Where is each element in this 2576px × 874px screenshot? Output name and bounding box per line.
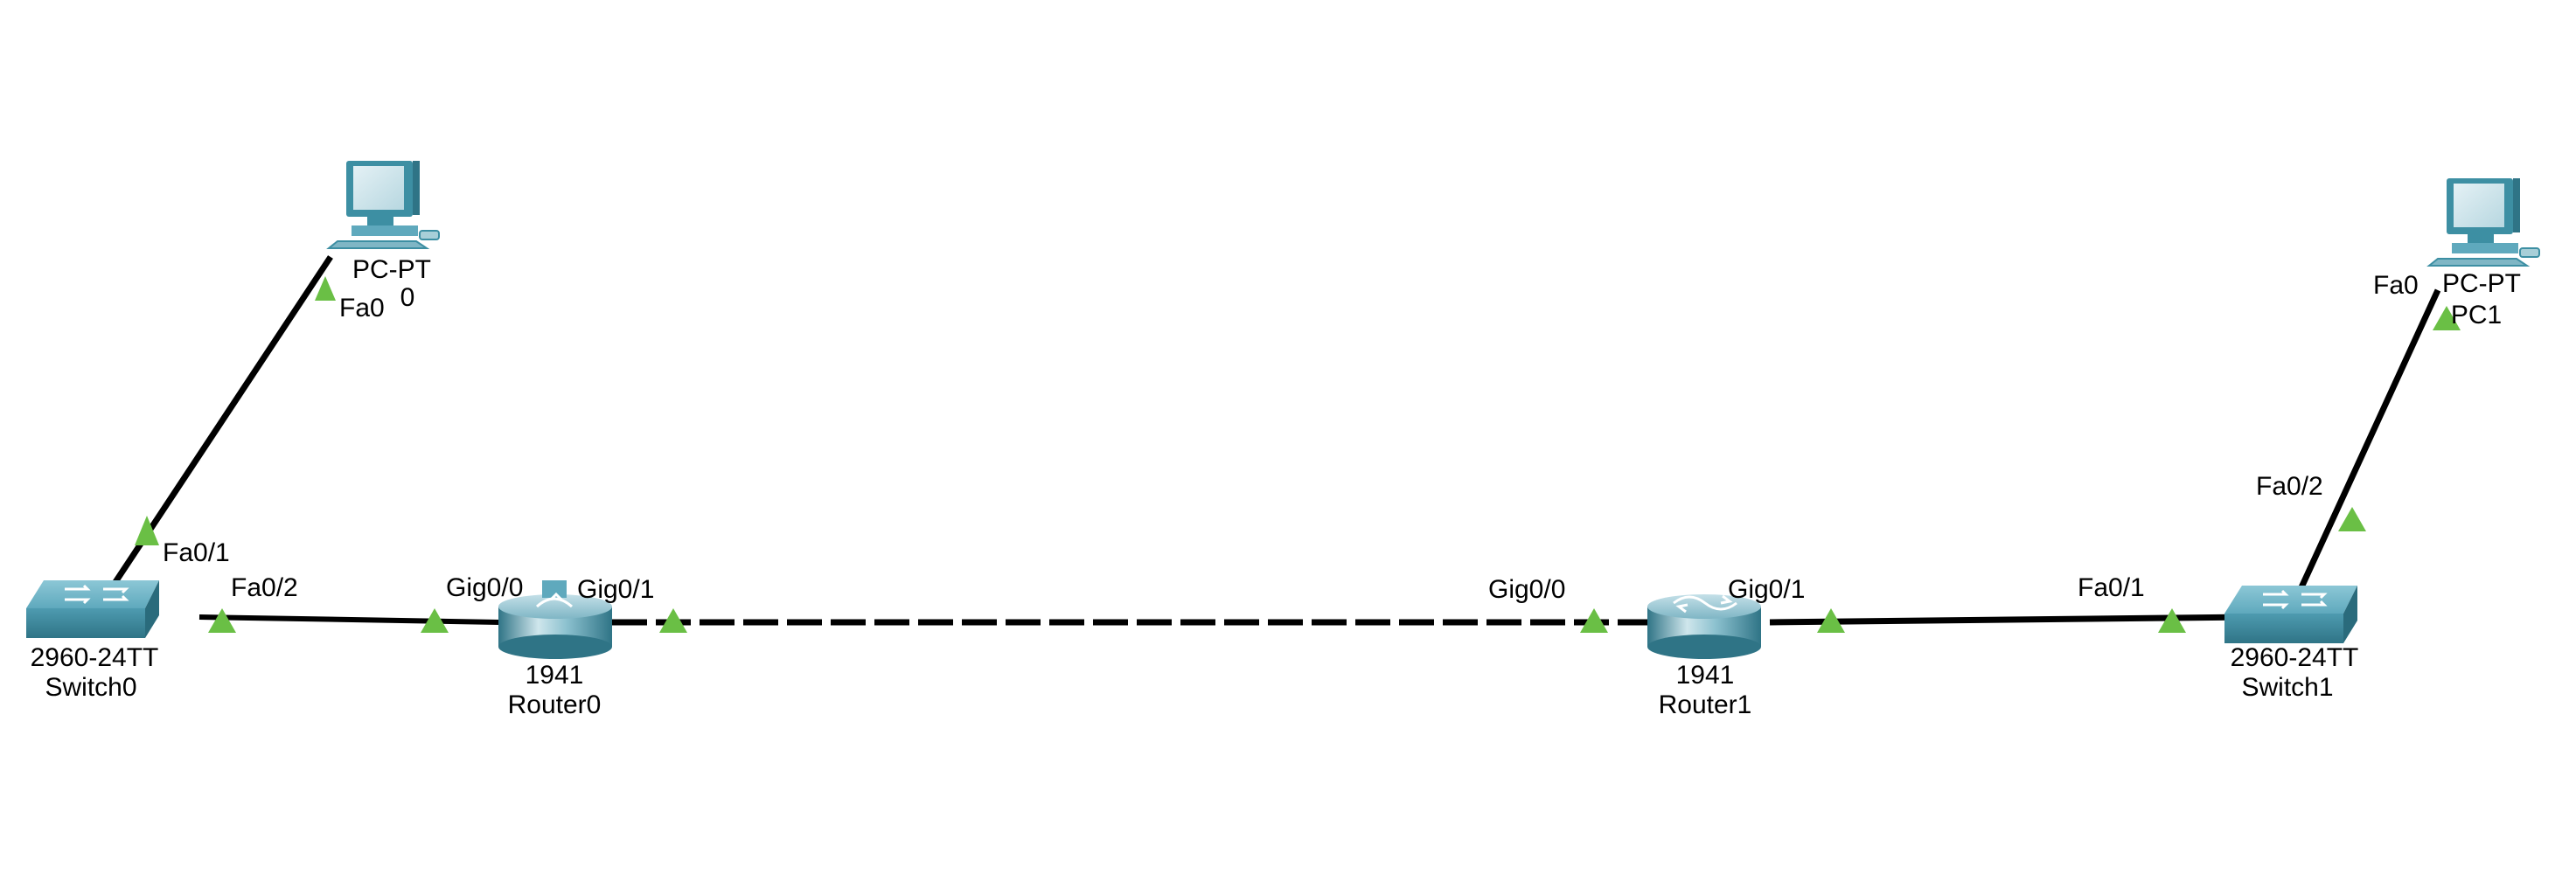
pc-icon [326,161,440,249]
router-icon [1647,594,1761,659]
pc0-device[interactable] [326,161,440,249]
pc-icon [2426,178,2540,267]
port-indicator-router0-gig0-0 [421,608,449,633]
router0-model-label: 1941 [525,661,584,690]
port-label-switch1-fa0-2: Fa0/2 [2256,472,2323,501]
router0-device[interactable] [498,580,612,659]
port-label-router0-gig0-0: Gig0/0 [446,573,524,602]
links-layer [109,255,2441,626]
router0-name-label: Router0 [507,690,602,719]
router1-device[interactable] [1647,594,1761,659]
switch-icon [2224,586,2357,643]
port-label-switch1-fa0-1: Fa0/1 [2078,573,2145,602]
port-label-router0-gig0-1: Gig0/1 [577,575,655,604]
port-indicator-router0-gig0-1 [659,608,687,633]
link-switch0-router0[interactable] [198,614,501,625]
port-label-switch0-fa0-2: Fa0/2 [231,573,298,602]
switch1-device[interactable] [2224,586,2357,643]
switch1-model-label: 2960-24TT [2230,643,2359,672]
port-label-switch0-fa0-1: Fa0/1 [163,538,230,567]
port-label-router1-gig0-1: Gig0/1 [1728,575,1806,604]
pc1-device[interactable] [2426,178,2540,267]
switch0-device[interactable] [26,580,159,638]
pc0-model-label: PC-PT [352,255,431,284]
port-indicator-switch1-fa0-2 [2338,507,2366,531]
switch1-name-label: Switch1 [2241,673,2334,702]
pc1-model-label: PC-PT [2442,269,2521,298]
port-label-router1-gig0-0: Gig0/0 [1488,575,1566,604]
port-label-pc1-fa0: Fa0 [2373,271,2419,300]
port-indicator-switch0-fa0-1 [135,516,159,545]
router1-name-label: Router1 [1658,690,1752,719]
router1-model-label: 1941 [1675,661,1735,690]
port-indicators [135,276,2461,633]
port-indicator-pc0-fa0 [315,276,336,301]
port-indicator-router1-gig0-1 [1817,608,1845,633]
pc1-name-label: PC1 [2450,301,2503,329]
port-indicator-switch0-fa0-2 [208,608,236,633]
port-indicator-pc1-fa0 [2433,306,2461,330]
switch0-name-label: Switch0 [45,673,137,702]
link-switch1-pc1[interactable] [2298,288,2441,589]
port-indicator-router1-gig0-0 [1580,608,1608,633]
port-indicator-switch1-fa0-1 [2158,608,2186,633]
pc0-name-label: 0 [400,283,415,312]
switch0-model-label: 2960-24TT [30,643,159,672]
router-icon [498,580,612,659]
switch-icon [26,580,159,638]
port-label-pc0-fa0: Fa0 [339,294,385,323]
